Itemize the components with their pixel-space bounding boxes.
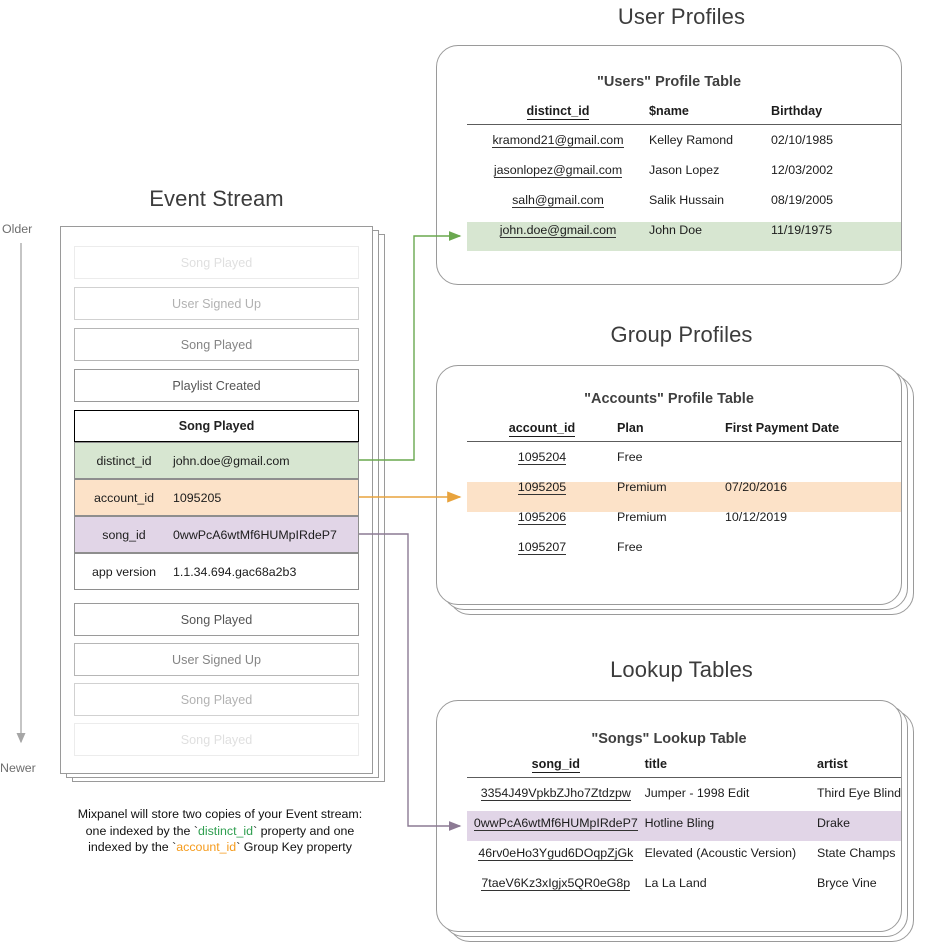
column-header: distinct_id — [467, 104, 649, 125]
row-value-cell: 02/10/1985 — [771, 133, 834, 147]
event-card[interactable]: Song Played — [74, 723, 359, 756]
column-header: First Payment Date — [725, 421, 901, 442]
property-key: app version — [91, 564, 157, 579]
table-row[interactable]: john.doe@gmail.com John Doe 11/19/1975 — [467, 215, 901, 245]
table-row[interactable]: 3354J49VpkbZJho7Ztdzpw Jumper - 1998 Edit… — [467, 778, 901, 809]
row-value-cell — [725, 532, 901, 562]
event-card[interactable]: Song Played — [74, 246, 359, 279]
row-value-cell: Hotline Bling — [644, 816, 715, 830]
axis-label-newer: Newer — [0, 761, 36, 775]
event-card[interactable]: Playlist Created — [74, 369, 359, 402]
selected-event-header[interactable]: Song Played — [74, 410, 359, 442]
event-property-row[interactable]: account_id 1095205 — [74, 479, 359, 516]
users-table-title: "Users" Profile Table — [596, 74, 742, 90]
row-value-cell: Bryce Vine — [816, 876, 877, 890]
row-value-cell: Elevated (Acoustic Version) — [644, 846, 797, 860]
caption-line-1: Mixpanel will store two copies of your E… — [77, 807, 363, 821]
event-stream-title: Event Stream — [149, 186, 284, 211]
row-value-cell: Drake — [816, 816, 851, 830]
row-value-cell — [725, 442, 901, 473]
row-value-cell: Jason Lopez — [649, 163, 720, 177]
row-key-cell: kramond21@gmail.com — [492, 133, 624, 148]
column-header: account_id — [467, 421, 617, 442]
event-card[interactable]: Song Played — [74, 603, 359, 636]
users-highlight-row — [467, 222, 901, 251]
row-value-cell: Jumper - 1998 Edit — [644, 786, 750, 800]
row-key-cell: salh@gmail.com — [512, 193, 604, 208]
table-row[interactable]: jasonlopez@gmail.com Jason Lopez 12/03/200… — [467, 155, 901, 185]
accounts-table-title: "Accounts" Profile Table — [584, 391, 754, 407]
table-row[interactable]: kramond21@gmail.com Kelley Ramond 02/10/19… — [467, 125, 901, 156]
property-value: 1095205 — [173, 490, 222, 505]
lookup-tables-title: Lookup Tables — [610, 657, 753, 682]
row-value-cell: Premium — [617, 510, 667, 524]
column-header: title — [644, 757, 817, 778]
row-value-cell: Free — [617, 450, 643, 464]
table-row[interactable]: 0wwPcA6wtMf6HUMpIRdeP7 Hotline Bling Drake — [467, 808, 901, 838]
row-value-cell: 07/20/2016 — [725, 480, 788, 494]
row-value-cell: State Champs — [816, 846, 896, 860]
property-value: 0wwPcA6wtMf6HUMpIRdeP7 — [173, 527, 337, 542]
table-row[interactable]: 46rv0eHo3Ygud6DOqpZjGk Elevated (Acoustic… — [467, 838, 901, 868]
user-profiles-title: User Profiles — [617, 4, 746, 29]
row-key-cell: 3354J49VpkbZJho7Ztdzpw — [480, 786, 631, 801]
caption-distinct-id-token: distinct_id — [197, 823, 254, 838]
caption-account-id-token: account_id — [176, 840, 237, 854]
column-header: Plan — [617, 421, 725, 442]
event-property-row[interactable]: song_id 0wwPcA6wtMf6HUMpIRdeP7 — [74, 516, 359, 553]
table-row[interactable]: 1095205 Premium 07/20/2016 — [467, 472, 901, 502]
caption-line-3: indexed by the `account_id` Group Key pr… — [88, 840, 352, 854]
event-property-row[interactable]: app version 1.1.34.694.gac68a2b3 — [74, 553, 359, 590]
property-key: account_id — [94, 490, 154, 505]
column-header: artist — [816, 757, 901, 778]
row-value-cell: Salik Hussain — [649, 193, 725, 207]
row-key-cell: 1095204 — [517, 450, 567, 465]
row-value-cell: La La Land — [644, 876, 707, 890]
row-value-cell: Free — [617, 540, 643, 554]
row-key-cell: 1095205 — [517, 480, 567, 495]
event-card[interactable]: Song Played — [74, 328, 359, 361]
event-card[interactable]: User Signed Up — [74, 643, 359, 676]
row-value-cell: 11/19/1975 — [771, 223, 833, 237]
property-value: 1.1.34.694.gac68a2b3 — [173, 564, 297, 579]
accounts-highlight-row — [467, 482, 901, 512]
group-profiles-title: Group Profiles — [610, 322, 753, 347]
property-key: distinct_id — [96, 453, 152, 468]
column-header: Birthday — [771, 104, 901, 125]
table-row[interactable]: 1095207 Free — [467, 532, 901, 562]
row-key-cell: jasonlopez@gmail.com — [493, 163, 623, 178]
row-key-cell: 1095206 — [517, 510, 567, 525]
property-key: song_id — [102, 527, 146, 542]
table-row[interactable]: salh@gmail.com Salik Hussain 08/19/2005 — [467, 185, 901, 215]
row-value-cell: Third Eye Blind — [816, 786, 901, 800]
row-key-cell: 1095207 — [517, 540, 567, 555]
event-property-row[interactable]: distinct_id john.doe@gmail.com — [74, 442, 359, 479]
column-header: song_id — [467, 757, 645, 778]
row-value-cell: 12/03/2002 — [771, 163, 834, 177]
row-value-cell: Kelley Ramond — [649, 133, 734, 147]
property-value: john.doe@gmail.com — [173, 453, 290, 468]
row-key-cell: john.doe@gmail.com — [499, 223, 617, 238]
axis-label-older: Older — [2, 222, 33, 236]
event-stream-caption: Mixpanel will store two copies of your E… — [36, 806, 404, 856]
column-header: $name — [649, 104, 771, 125]
row-key-cell: 7taeV6Kz3xIgjx5QR0eG8p — [481, 876, 631, 891]
caption-line-2: one indexed by the `distinct_id` propert… — [85, 823, 355, 838]
row-value-cell: 08/19/2005 — [771, 193, 834, 207]
row-value-cell: Premium — [617, 480, 667, 494]
event-card[interactable]: Song Played — [74, 683, 359, 716]
row-key-cell: 46rv0eHo3Ygud6DOqpZjGk — [478, 846, 634, 861]
row-key-cell: 0wwPcA6wtMf6HUMpIRdeP7 — [473, 816, 638, 831]
table-row[interactable]: 1095204 Free — [467, 442, 901, 473]
songs-table-title: "Songs" Lookup Table — [591, 731, 747, 747]
table-row[interactable]: 1095206 Premium 10/12/2019 — [467, 502, 901, 532]
event-card[interactable]: User Signed Up — [74, 287, 359, 320]
songs-highlight-row — [467, 811, 901, 841]
row-value-cell: John Doe — [649, 223, 703, 237]
table-row[interactable]: 7taeV6Kz3xIgjx5QR0eG8p La La Land Bryce Vi… — [467, 868, 901, 898]
row-value-cell: 10/12/2019 — [725, 510, 788, 524]
